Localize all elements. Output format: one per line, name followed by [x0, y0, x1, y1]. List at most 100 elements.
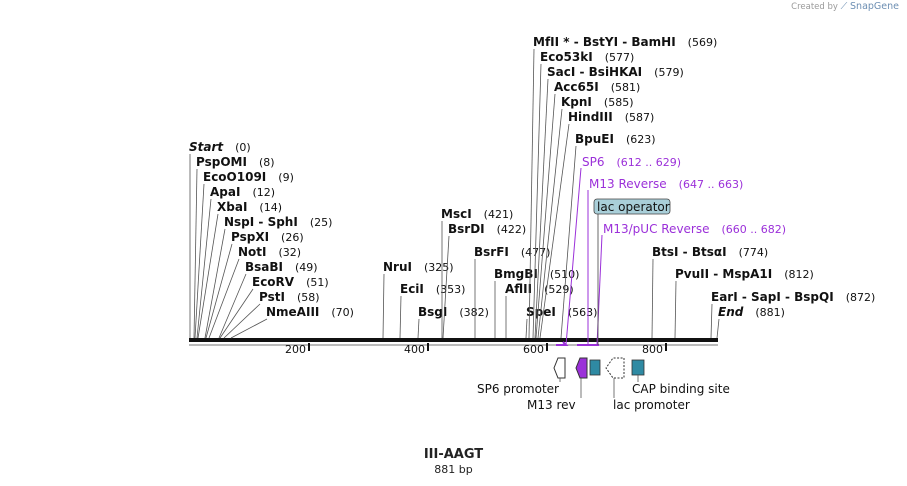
site-position: (585): [604, 96, 634, 109]
restriction-site: BsaBI (49): [218, 260, 318, 339]
site-position: (25): [310, 216, 333, 229]
site-connector-line: [442, 235, 450, 339]
site-name: BsaBI: [245, 260, 283, 274]
site-connector-line: [716, 318, 720, 339]
lac-operator-feature: lac operator: [593, 198, 671, 345]
restriction-site: ApaI(12): [196, 185, 275, 339]
primer-mark-sp6: [556, 341, 569, 346]
site-position: (872): [846, 291, 876, 304]
site-name: EcoO109I: [203, 170, 266, 184]
restriction-site: MscI (421): [441, 207, 513, 338]
site-position: (581): [611, 81, 641, 94]
site-name: BsrFI: [474, 245, 509, 259]
site-name: XbaI: [217, 200, 247, 214]
restriction-site: NmeAIII(70): [230, 305, 354, 339]
site-position: (70): [331, 306, 354, 319]
site-position: (0): [235, 141, 251, 154]
site-connector-line: [223, 303, 261, 339]
site-position: (774): [739, 246, 769, 259]
restriction-site: EciI(353): [399, 282, 465, 339]
restriction-site: XbaI (14): [197, 200, 282, 339]
primer-range: (612 .. 629): [617, 156, 682, 169]
site-connector-line: [417, 318, 420, 339]
site-connector-line: [208, 258, 240, 339]
site-position: (58): [297, 291, 320, 304]
site-name: End: [718, 305, 744, 319]
site-name: BsgI: [418, 305, 447, 319]
restriction-site: Start(0): [189, 140, 251, 338]
site-name: NotI: [238, 245, 267, 259]
site-position: (569): [688, 36, 718, 49]
restriction-site: KpnI(585): [537, 95, 634, 339]
snapgene-watermark: Created by ⟋ SnapGene: [791, 1, 899, 12]
site-position: (623): [626, 133, 656, 146]
dna-backbone: [189, 338, 718, 342]
snapgene-logo-icon: ⟋: [840, 1, 848, 12]
watermark-prefix: Created by: [791, 2, 838, 12]
primer: SP6 (612 .. 629): [565, 155, 682, 346]
sp6-promoter-label: SP6 promoter: [477, 382, 559, 396]
site-name: Acc65I: [554, 80, 599, 94]
site-name: BsrDI: [448, 222, 485, 236]
site-position: (325): [424, 261, 454, 274]
site-connector-line: [230, 318, 268, 339]
restriction-site: PstI (58): [223, 290, 320, 339]
restriction-site: NotI (32): [208, 245, 302, 339]
site-connector-line: [193, 168, 198, 339]
site-connector-line: [194, 183, 205, 339]
site-position: (881): [755, 306, 785, 319]
site-position: (32): [279, 246, 302, 259]
site-name: PspXI: [231, 230, 269, 244]
cap-binding-block: [631, 359, 645, 376]
m13-rev-label: M13 rev: [527, 398, 576, 412]
site-connector-line: [528, 48, 535, 339]
restriction-site: NruI (325): [382, 260, 454, 339]
site-position: (563): [568, 306, 598, 319]
site-name: SacI - BsiHKAI: [547, 65, 642, 79]
site-position: (529): [544, 283, 574, 296]
operator-box: [593, 198, 671, 215]
site-name: BpuEI: [575, 132, 614, 146]
restriction-site: BpuEI (623): [560, 132, 656, 339]
restriction-site: SacI - BsiHKAI(579): [534, 65, 684, 339]
primer-name: SP6: [582, 155, 605, 169]
restriction-site: HindIII(587): [539, 110, 654, 339]
watermark-brand: SnapGene: [850, 1, 899, 12]
restriction-site: Eco53kI(577): [532, 50, 635, 339]
site-position: (9): [278, 171, 294, 184]
restriction-site: End (881): [716, 305, 785, 339]
site-position: (577): [605, 51, 635, 64]
sp6-promoter-arrow: [553, 357, 566, 379]
site-connector-line: [539, 123, 570, 339]
primer-range: (660 .. 682): [722, 223, 787, 236]
restriction-site: PspXI(26): [205, 230, 304, 339]
site-name: NspI - SphI: [224, 215, 298, 229]
restriction-site: EcoO109I (9): [194, 170, 294, 339]
ruler-tick-label: 800: [642, 343, 663, 356]
site-name: PstI: [259, 290, 285, 304]
site-name: MfII * - BstYI - BamHI: [533, 35, 676, 49]
site-name: NruI: [383, 260, 412, 274]
operator-label: lac operator: [597, 200, 670, 214]
site-name: EciI: [400, 282, 424, 296]
restriction-site: PspOMI(8): [193, 155, 275, 339]
lac-operator-block: [589, 359, 601, 376]
site-name: EcoRV: [252, 275, 295, 289]
restriction-sites: Start(0)PspOMI(8)EcoO109I (9)ApaI(12)XbaI…: [189, 35, 876, 339]
site-connector-line: [537, 108, 563, 339]
primer: M13 Reverse(647 .. 663): [587, 177, 743, 345]
site-position: (421): [484, 208, 514, 221]
site-position: (49): [295, 261, 318, 274]
primer-name: M13/pUC Reverse: [603, 222, 710, 236]
site-connector-line: [197, 213, 219, 339]
site-connector-line: [382, 273, 385, 339]
site-connector-line: [204, 228, 226, 339]
site-position: (14): [259, 201, 282, 214]
site-connector-line: [651, 258, 654, 339]
site-connector-line: [532, 63, 542, 339]
site-name: MscI: [441, 207, 472, 221]
site-connector-line: [710, 303, 713, 339]
